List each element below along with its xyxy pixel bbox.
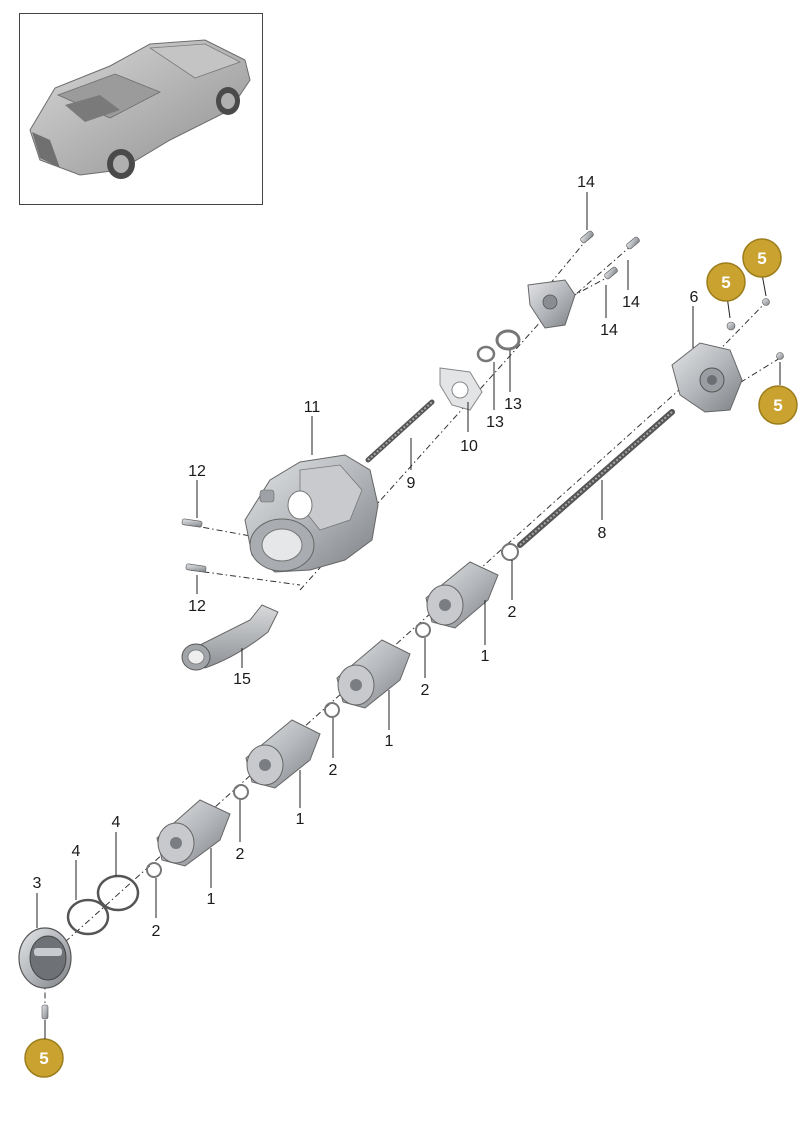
pump-stage-1-a[interactable] — [425, 561, 499, 629]
seal-ring-13-small[interactable] — [476, 345, 496, 363]
callout-12-upper: 12 — [188, 463, 206, 480]
callout-11: 11 — [304, 399, 321, 416]
callout-15: 15 — [233, 671, 251, 688]
callout-14-upper-right: 14 — [622, 294, 640, 311]
callout-6: 6 — [690, 289, 699, 306]
callout-labels: 14 14 14 6 11 9 10 13 13 12 12 15 8 2 1 … — [33, 174, 699, 940]
bolt-5-middle[interactable] — [726, 321, 736, 331]
bolt-5-right[interactable] — [776, 352, 784, 360]
drive-shaft-9[interactable] — [365, 399, 435, 463]
vehicle-thumbnail[interactable] — [19, 13, 263, 205]
callout-2-a: 2 — [508, 604, 517, 621]
o-ring-2-d[interactable] — [233, 784, 249, 800]
seal-ring-4-large[interactable] — [96, 874, 140, 912]
callout-1-c: 1 — [296, 811, 305, 828]
o-ring-2-b[interactable] — [415, 622, 431, 638]
bolt-14-upper-right[interactable] — [626, 236, 641, 250]
suction-pipe-15[interactable] — [181, 604, 279, 671]
bolt-12-upper[interactable] — [181, 518, 203, 528]
car-image — [29, 39, 251, 179]
o-ring-2-e[interactable] — [146, 862, 162, 878]
seal-ring-4-small[interactable] — [66, 898, 110, 936]
pump-cover-plate[interactable] — [527, 279, 576, 329]
callout-12-lower: 12 — [188, 598, 206, 615]
badge-5-bottom-left[interactable]: 5 — [24, 1038, 64, 1078]
o-ring-2-a[interactable] — [501, 543, 519, 561]
leader-lines — [36, 192, 781, 928]
badge-5-top-right[interactable]: 5 — [742, 238, 782, 278]
callout-1-d: 1 — [207, 891, 216, 908]
callout-14-top: 14 — [577, 174, 595, 191]
badge-label: 5 — [757, 249, 766, 268]
callout-10: 10 — [460, 438, 478, 455]
assembly-axes — [44, 237, 781, 1012]
pump-stage-1-d[interactable] — [156, 799, 231, 867]
oil-pump-body-11[interactable] — [244, 454, 379, 573]
callout-14-lower-right: 14 — [600, 322, 618, 339]
callout-3: 3 — [33, 875, 42, 892]
drive-shaft-8[interactable] — [517, 409, 675, 548]
pump-stage-1-c[interactable] — [245, 719, 321, 789]
callout-2-c: 2 — [329, 762, 338, 779]
badge-label: 5 — [721, 273, 730, 292]
pump-housing-6[interactable] — [671, 342, 743, 413]
callout-4-right: 4 — [112, 814, 121, 831]
callout-8: 8 — [598, 525, 607, 542]
callout-2-e: 2 — [152, 923, 161, 940]
seal-ring-13-large[interactable] — [495, 329, 521, 351]
callout-2-b: 2 — [421, 682, 430, 699]
callout-1-b: 1 — [385, 733, 394, 750]
callout-13-left: 13 — [486, 414, 504, 431]
pump-stage-1-b[interactable] — [336, 639, 411, 709]
bolt-12-lower[interactable] — [185, 563, 207, 573]
callout-2-d: 2 — [236, 846, 245, 863]
bolt-14-top[interactable] — [580, 230, 595, 244]
bolt-14-lower-right[interactable] — [604, 266, 619, 280]
callout-9: 9 — [407, 475, 416, 492]
o-ring-2-c[interactable] — [324, 702, 340, 718]
bolt-5-upper[interactable] — [762, 298, 770, 306]
callout-13-right: 13 — [504, 396, 522, 413]
badge-5-mid-right[interactable]: 5 — [706, 262, 746, 302]
bolt-5-bottom[interactable] — [41, 1004, 49, 1020]
callout-1-a: 1 — [481, 648, 490, 665]
badge-label: 5 — [39, 1049, 48, 1068]
end-cover-3[interactable] — [18, 927, 72, 989]
gasket-10[interactable] — [439, 367, 483, 411]
badge-label: 5 — [773, 396, 782, 415]
callout-4-left: 4 — [72, 843, 81, 860]
badge-5-right[interactable]: 5 — [758, 385, 798, 425]
